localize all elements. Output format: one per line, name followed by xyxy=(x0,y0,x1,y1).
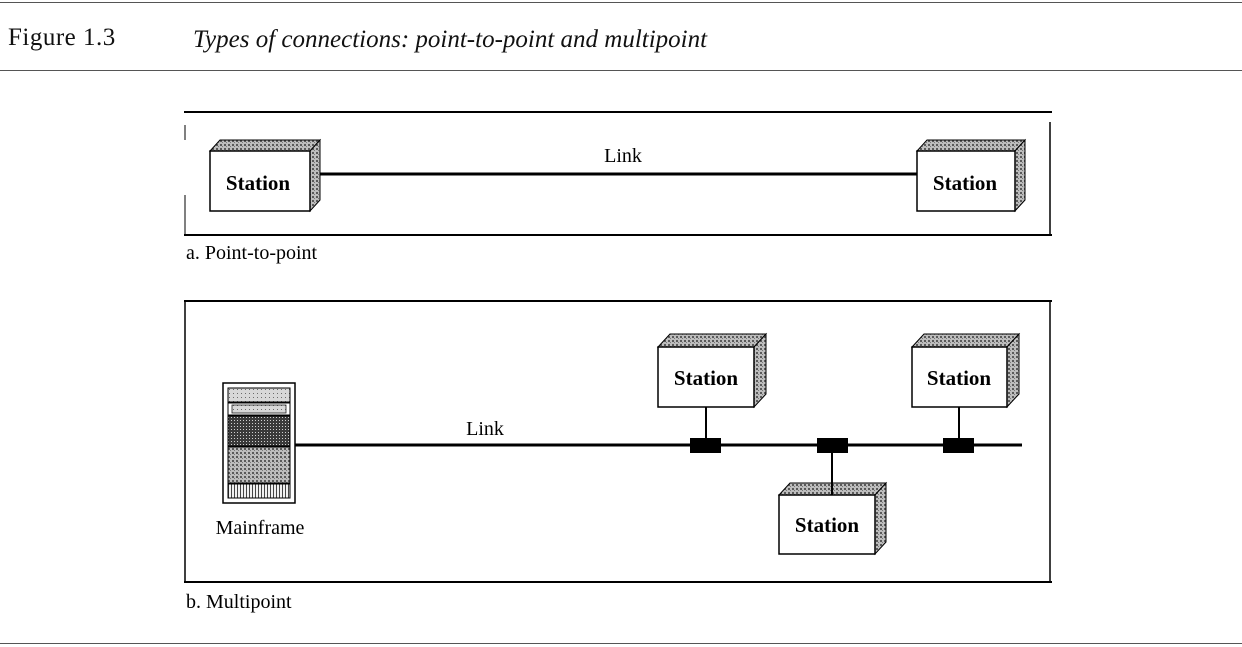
tap-connector-1 xyxy=(690,438,721,453)
panel-a-link-label: Link xyxy=(604,145,642,167)
figure-number: Figure 1.3 xyxy=(8,24,116,51)
station-top-left-label: Station xyxy=(674,366,739,390)
station-left-label: Station xyxy=(226,171,291,195)
station-bottom-label: Station xyxy=(795,513,860,537)
panel-b-frame xyxy=(184,300,1052,583)
panel-b-link-label: Link xyxy=(466,418,504,440)
mainframe-label: Mainframe xyxy=(216,517,305,539)
panel-b-subcaption: b. Multipoint xyxy=(186,591,292,613)
station-left-box: Station xyxy=(208,138,322,213)
tap-connector-3 xyxy=(943,438,974,453)
station-top-right-label: Station xyxy=(927,366,992,390)
mainframe-icon xyxy=(222,382,296,504)
station-top-right-box: Station xyxy=(910,332,1021,409)
bottom-rule xyxy=(0,643,1242,644)
panel-a-subcaption: a. Point-to-point xyxy=(186,242,318,264)
caption-rule xyxy=(0,70,1242,71)
panel-a-frame xyxy=(184,111,1052,236)
station-right-label: Station xyxy=(933,171,998,195)
figure-caption: Types of connections: point-to-point and… xyxy=(193,26,708,53)
station-top-left-box: Station xyxy=(656,332,768,409)
station-bottom-box: Station xyxy=(777,481,888,556)
top-rule xyxy=(0,2,1242,3)
station-right-box: Station xyxy=(915,138,1027,213)
tap-connector-2 xyxy=(817,438,848,453)
